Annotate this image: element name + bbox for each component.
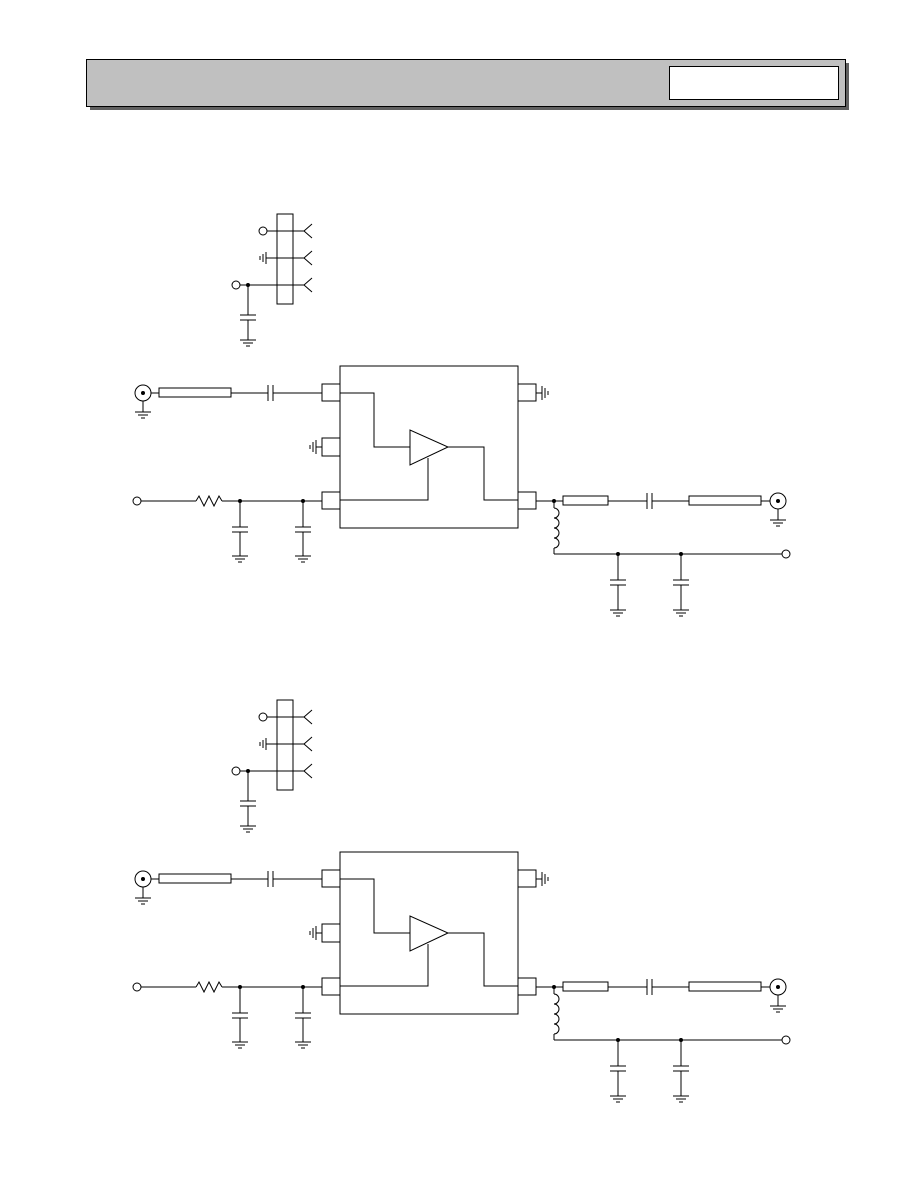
resistor-icon <box>195 494 223 508</box>
amplifier-module <box>309 851 549 1015</box>
transmission-line <box>562 981 609 992</box>
ground-icon <box>610 609 626 617</box>
ground-icon <box>309 440 322 454</box>
ground-icon <box>770 519 786 527</box>
connector-pin <box>303 277 313 293</box>
ground-icon <box>135 411 151 419</box>
inductor-icon <box>553 993 560 1035</box>
ground-icon <box>295 1041 311 1049</box>
rf-input-path <box>134 870 322 905</box>
capacitor-icon <box>295 501 311 556</box>
resistor-icon <box>195 980 223 994</box>
ground-icon <box>610 1095 626 1103</box>
power-connector <box>231 213 313 347</box>
internal-trace-in <box>340 392 410 448</box>
connector-pin <box>303 250 313 266</box>
transmission-line <box>158 873 232 884</box>
ground-icon <box>673 609 689 617</box>
rf-input-path <box>134 384 322 419</box>
connector-header <box>276 213 294 305</box>
internal-trace-out <box>448 932 518 987</box>
header-shadow-bottom <box>90 107 849 110</box>
rf-in-pin <box>321 383 341 402</box>
ground-icon <box>536 872 549 886</box>
rf-in-pin <box>321 869 341 888</box>
inductor-icon <box>553 507 560 549</box>
gnd-pin <box>321 923 341 943</box>
rf-out-pin <box>517 977 537 996</box>
terminal-circle <box>258 226 268 236</box>
power-connector <box>231 699 313 833</box>
gnd-pin-right <box>517 869 537 888</box>
internal-trace-vcc <box>340 458 429 501</box>
amplifier-triangle-icon <box>409 429 450 466</box>
terminal-circle <box>258 712 268 722</box>
ground-icon <box>135 897 151 905</box>
connector-pin <box>303 736 313 752</box>
internal-trace-vcc <box>340 944 429 987</box>
ground-icon <box>295 555 311 563</box>
gnd-pin-right <box>517 383 537 402</box>
terminal-circle <box>132 982 142 992</box>
capacitor-icon <box>240 285 256 340</box>
capacitor-icon <box>295 987 311 1042</box>
capacitor-icon <box>232 501 248 556</box>
rf-output-path <box>536 492 791 617</box>
terminal-circle <box>781 1035 791 1045</box>
amplifier-module <box>309 365 549 529</box>
terminal-circle <box>781 549 791 559</box>
ground-icon <box>240 339 256 347</box>
ground-icon <box>259 252 293 264</box>
gnd-pin <box>321 437 341 457</box>
terminal-circle <box>231 766 241 776</box>
ground-icon <box>240 825 256 833</box>
rf-output-path <box>536 978 791 1103</box>
capacitor-icon <box>610 554 626 610</box>
amplifier-triangle-icon <box>409 915 450 952</box>
transmission-line <box>688 981 762 992</box>
connector-pin <box>303 763 313 779</box>
capacitor-icon <box>673 1040 689 1096</box>
capacitor-icon <box>232 987 248 1042</box>
vcc-input-path <box>132 980 322 1049</box>
ground-icon <box>232 555 248 563</box>
capacitor-icon <box>240 771 256 826</box>
connector-header <box>276 699 294 791</box>
connector-pin <box>303 223 313 239</box>
capacitor-icon <box>610 1040 626 1096</box>
vcc-pin <box>321 977 341 996</box>
ground-icon <box>232 1041 248 1049</box>
header-part-number-box <box>669 66 839 100</box>
ground-icon <box>770 1005 786 1013</box>
ground-icon <box>309 926 322 940</box>
vcc-input-path <box>132 494 322 563</box>
ground-icon <box>536 386 549 400</box>
ground-icon <box>259 738 293 750</box>
ground-icon <box>673 1095 689 1103</box>
terminal-circle <box>231 280 241 290</box>
capacitor-icon <box>673 554 689 610</box>
application-circuit-diagram-2 <box>132 699 791 1103</box>
page-header-bar <box>86 59 846 107</box>
internal-trace-in <box>340 878 410 934</box>
application-circuit-diagram-1 <box>132 213 791 617</box>
connector-pin <box>303 709 313 725</box>
header-shadow-right <box>846 63 849 109</box>
transmission-line <box>158 387 232 398</box>
internal-trace-out <box>448 446 518 501</box>
